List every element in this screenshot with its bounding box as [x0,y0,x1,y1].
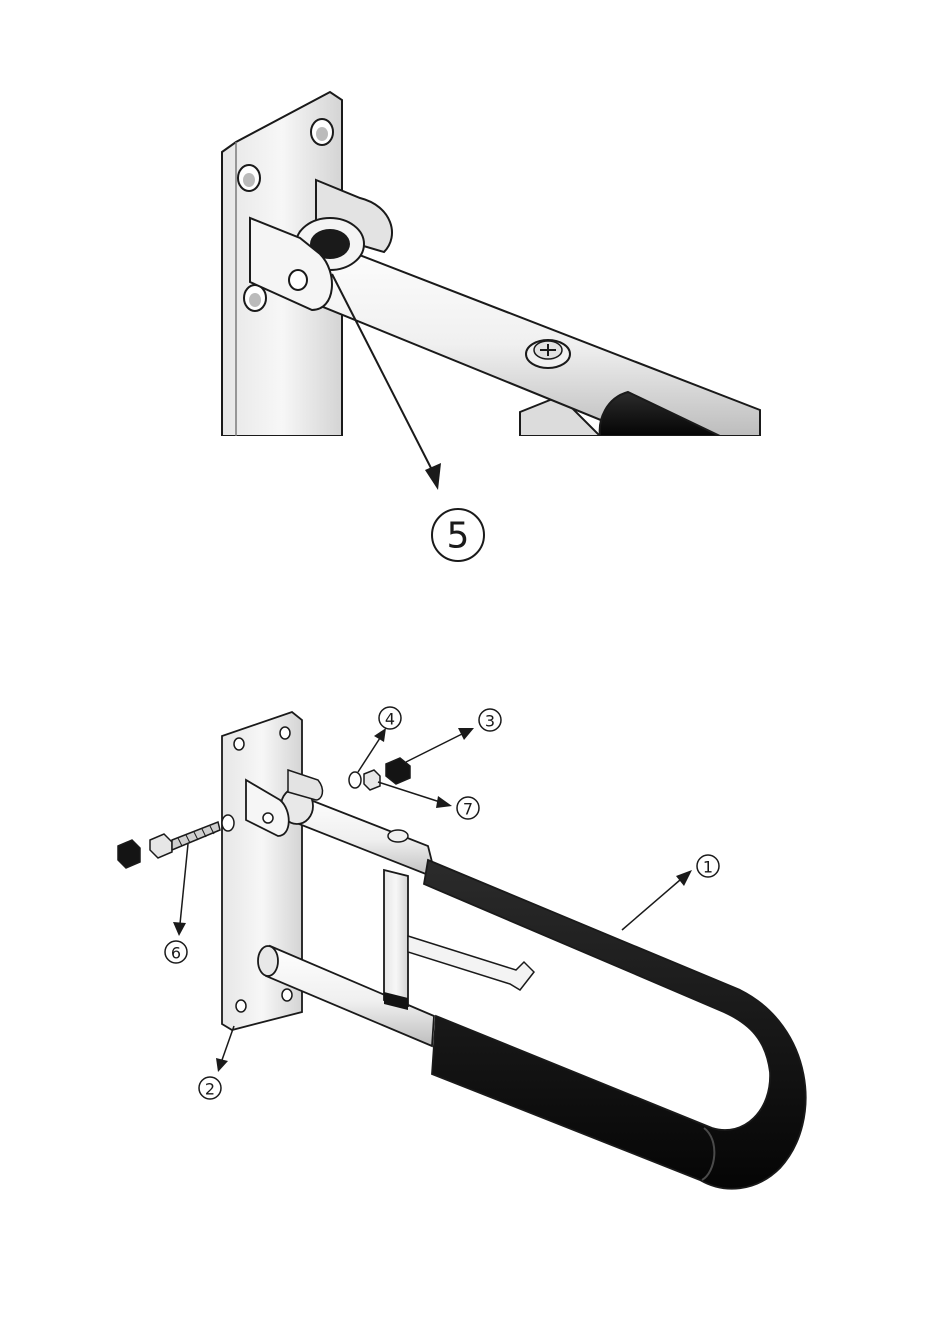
mounting-hole [234,738,244,750]
callout-7: 7 [378,782,479,819]
top-detail-view [222,92,760,436]
vertical-strut [384,870,408,1010]
washer-right [349,772,361,788]
callout-6: 6 [165,844,188,963]
bottom-exploded-view: 1 2 3 4 6 [118,707,806,1189]
callout-1: 1 [622,855,719,930]
callout-2: 2 [199,1026,234,1099]
callout-3: 3 [406,709,501,762]
callout-4-label: 4 [385,710,395,729]
cap-nut-left [118,840,140,868]
mounting-hole [236,1000,246,1012]
callout-2-label: 2 [205,1080,215,1099]
callout-6-label: 6 [171,944,181,963]
callout-3-label: 3 [485,712,495,731]
washer-left [222,815,234,831]
callout-1-label: 1 [703,858,713,877]
callout-7-label: 7 [463,800,473,819]
mounting-hole [282,989,292,1001]
bolt [150,822,220,858]
hex-nut-right [364,770,380,790]
phillips-screw [526,340,570,368]
mounting-hole [280,727,290,739]
grab-bar-tube-detail [296,218,760,436]
paper-holder-rod [408,936,534,990]
callout-5-label: 5 [447,516,470,557]
foam-grip-u [424,860,806,1189]
